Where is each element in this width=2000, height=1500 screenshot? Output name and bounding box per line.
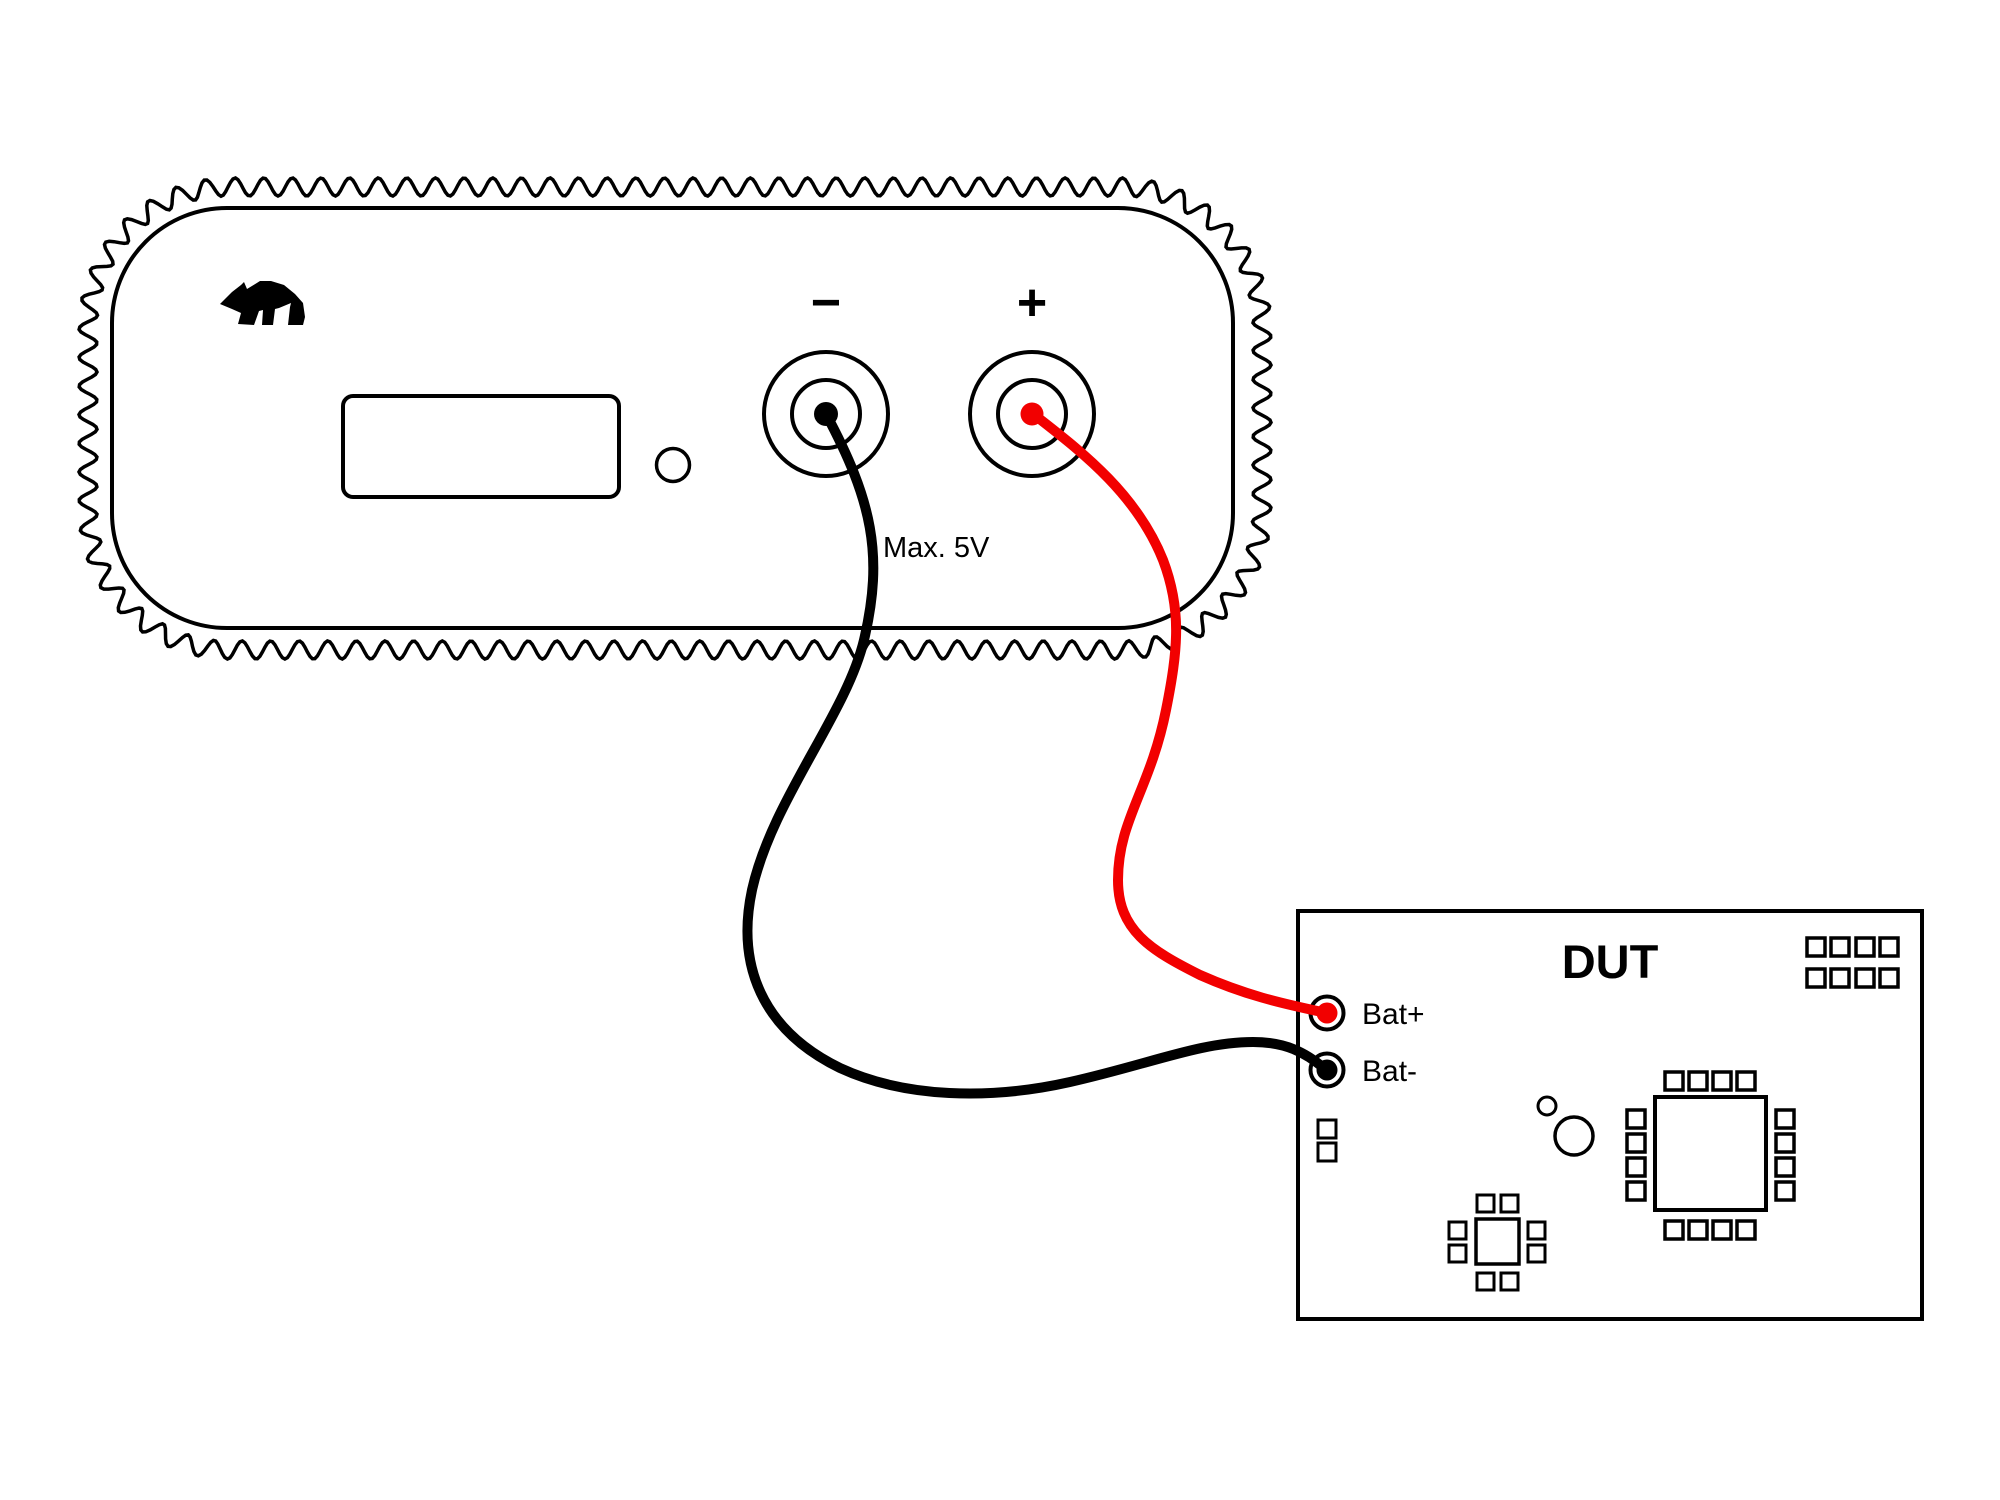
- ruffle-border-icon: [77, 176, 1273, 661]
- power-button: [654, 446, 692, 484]
- large-ic-chip: [1625, 1070, 1796, 1241]
- small-ic-pins: [1447, 1193, 1547, 1292]
- bat-minus-dot: [1316, 1059, 1338, 1081]
- power-supply-device: − + Max. 5V: [77, 176, 1273, 661]
- positive-terminal: [968, 350, 1096, 478]
- small-ic-chip: [1447, 1193, 1547, 1292]
- bat-plus-dot: [1316, 1002, 1338, 1024]
- max-voltage-note: Max. 5V: [883, 532, 990, 564]
- positive-terminal-dot: [1020, 402, 1044, 426]
- large-ic-pins: [1625, 1070, 1796, 1241]
- device-panel: [110, 206, 1235, 630]
- positive-terminal-label: +: [1017, 274, 1047, 332]
- bat-minus-label: Bat-: [1362, 1055, 1417, 1088]
- large-ic-body: [1653, 1095, 1768, 1212]
- bear-logo-icon: [220, 281, 305, 325]
- negative-terminal-label: −: [811, 274, 841, 332]
- negative-terminal-dot: [814, 402, 838, 426]
- dut-title: DUT: [1562, 935, 1659, 988]
- display-screen: [341, 394, 621, 499]
- negative-wire: [742, 409, 1330, 1099]
- small-ic-body: [1474, 1217, 1521, 1266]
- positive-wire: [1027, 408, 1327, 1017]
- small-via-hole: [1536, 1095, 1558, 1117]
- header-pad-grid: [1805, 936, 1900, 989]
- negative-terminal: [762, 350, 890, 478]
- mounting-hole: [1553, 1115, 1595, 1157]
- dut-board: DUT Bat+ Bat-: [1296, 909, 1924, 1321]
- dut-board-outline: [1296, 909, 1924, 1321]
- passive-component-pads: [1316, 1118, 1338, 1163]
- bat-plus-label: Bat+: [1362, 998, 1425, 1031]
